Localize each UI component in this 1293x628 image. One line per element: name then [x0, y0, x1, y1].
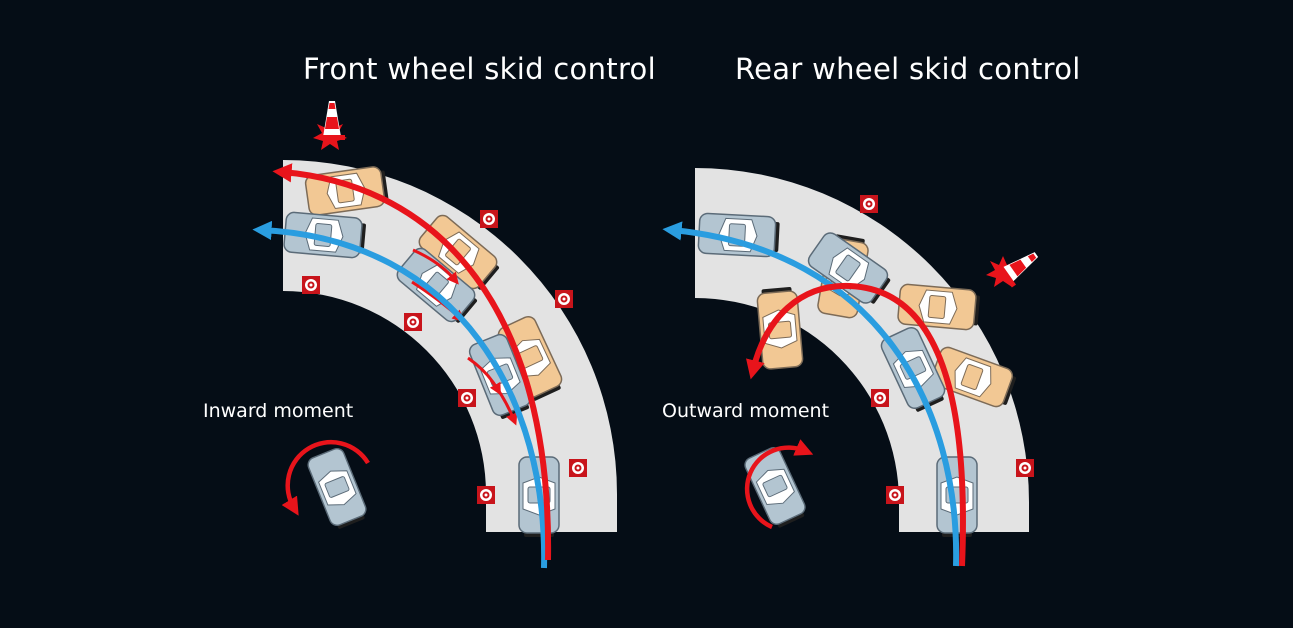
front-panel — [252, 101, 617, 569]
rear-controlled-path — [662, 221, 960, 567]
rear-cone-group — [986, 243, 1044, 288]
rear-moment-illustration — [741, 439, 814, 531]
marker-icon — [860, 195, 878, 213]
marker-icon — [886, 486, 904, 504]
marker-icon — [302, 276, 320, 294]
marker-icon — [458, 389, 476, 407]
inward-moment-label: Inward moment — [203, 400, 354, 422]
front-moment-illustration — [281, 439, 371, 532]
car-icon — [305, 445, 371, 532]
outward-moment-label: Outward moment — [662, 400, 830, 422]
marker-icon — [871, 389, 889, 407]
front-cone-group — [313, 101, 347, 150]
front-panel-title: Front wheel skid control — [303, 52, 656, 86]
front-skid-path — [272, 163, 552, 561]
marker-icon — [569, 459, 587, 477]
rear-panel-title: Rear wheel skid control — [735, 52, 1081, 86]
marker-icon — [1016, 459, 1034, 477]
rotation-arrow-icon — [281, 439, 370, 516]
car-icon — [741, 444, 810, 531]
front-small-red-arrows — [411, 248, 518, 426]
rear-skid-path — [746, 282, 966, 567]
marker-icon — [477, 486, 495, 504]
marker-icon — [480, 210, 498, 228]
rear-panel — [662, 168, 1044, 567]
marker-icon — [555, 290, 573, 308]
rotation-arrow-icon — [744, 439, 814, 530]
marker-icon — [404, 313, 422, 331]
front-controlled-path — [252, 220, 548, 569]
